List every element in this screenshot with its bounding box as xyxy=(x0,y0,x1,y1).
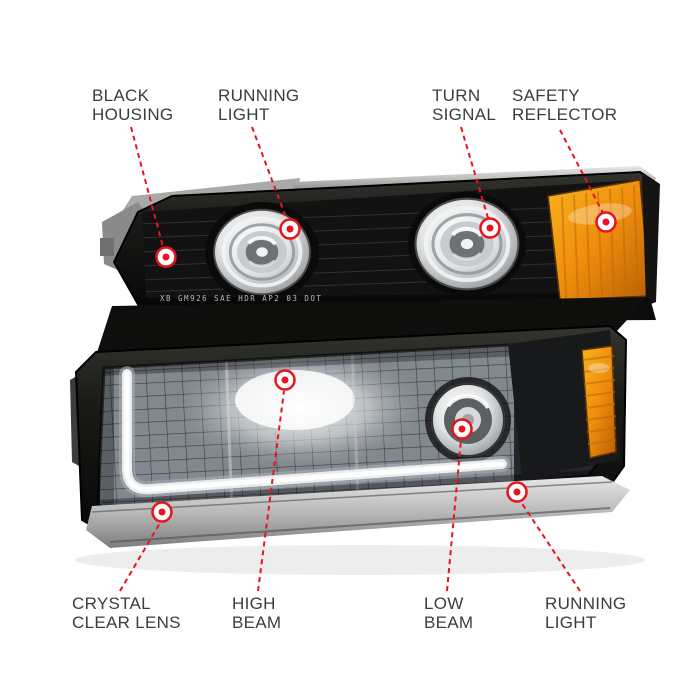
turn-signal-bulb xyxy=(416,199,519,290)
callout-line-black-housing xyxy=(130,126,164,248)
marker-low-beam xyxy=(451,418,473,440)
callout-line-running-light-top xyxy=(251,126,288,221)
product-shadow xyxy=(75,545,645,575)
callout-label-safety-reflector: SAFETY REFLECTOR xyxy=(512,86,617,124)
low-beam-projector xyxy=(425,377,511,463)
callout-text: HOUSING xyxy=(92,105,174,124)
side-reflector-amber xyxy=(581,345,617,459)
callout-label-high-beam: HIGH BEAM xyxy=(232,594,281,632)
callout-text: BLACK xyxy=(92,86,150,105)
callout-line-high-beam xyxy=(257,390,285,592)
callout-label-turn-signal: TURN SIGNAL xyxy=(432,86,496,124)
right-edge-pillar xyxy=(642,172,660,306)
callout-text: CLEAR LENS xyxy=(72,613,181,632)
marker-high-beam xyxy=(274,369,296,391)
safety-reflector-amber xyxy=(547,179,651,301)
marker-running-light-bottom xyxy=(506,481,528,503)
callout-text: HIGH xyxy=(232,594,276,613)
callout-text: SIGNAL xyxy=(432,105,497,124)
lens-marking-text: XB GM926 SAE HDR AP2 03 DOT xyxy=(160,294,322,303)
callout-line-safety-reflector xyxy=(559,129,604,214)
callout-line-crystal-clear-lens xyxy=(119,522,161,592)
high-beam-reflector xyxy=(235,370,355,430)
marker-black-housing xyxy=(155,246,177,268)
callout-label-crystal-clear-lens: CRYSTAL CLEAR LENS xyxy=(72,594,181,632)
callout-text: TURN xyxy=(432,86,481,105)
left-mount-tab xyxy=(100,238,114,256)
callout-line-low-beam xyxy=(446,439,462,592)
callout-text: LIGHT xyxy=(545,613,597,632)
callout-text: BEAM xyxy=(424,613,474,632)
callout-text: SAFETY xyxy=(512,86,580,105)
callout-text: RUNNING xyxy=(218,86,300,105)
callout-text: LIGHT xyxy=(218,105,270,124)
callout-text: CRYSTAL xyxy=(72,594,151,613)
callout-label-low-beam: LOW BEAM xyxy=(424,594,473,632)
callout-text: BEAM xyxy=(232,613,282,632)
callout-line-turn-signal xyxy=(460,126,489,219)
marker-safety-reflector xyxy=(595,211,617,233)
led-light-bar xyxy=(119,366,510,498)
marker-turn-signal xyxy=(479,217,501,239)
callout-lines xyxy=(119,126,604,592)
callout-markers xyxy=(151,211,617,523)
marker-crystal-clear-lens xyxy=(151,501,173,523)
callout-text: LOW xyxy=(424,594,464,613)
headlight-assembly xyxy=(70,324,630,548)
callout-label-running-light-bottom: RUNNING LIGHT xyxy=(545,594,626,632)
callout-text: REFLECTOR xyxy=(512,105,618,124)
marker-running-light-top xyxy=(279,218,301,240)
callout-text: RUNNING xyxy=(545,594,627,613)
callout-label-black-housing: BLACK HOUSING xyxy=(92,86,173,124)
callout-label-running-light-top: RUNNING LIGHT xyxy=(218,86,299,124)
